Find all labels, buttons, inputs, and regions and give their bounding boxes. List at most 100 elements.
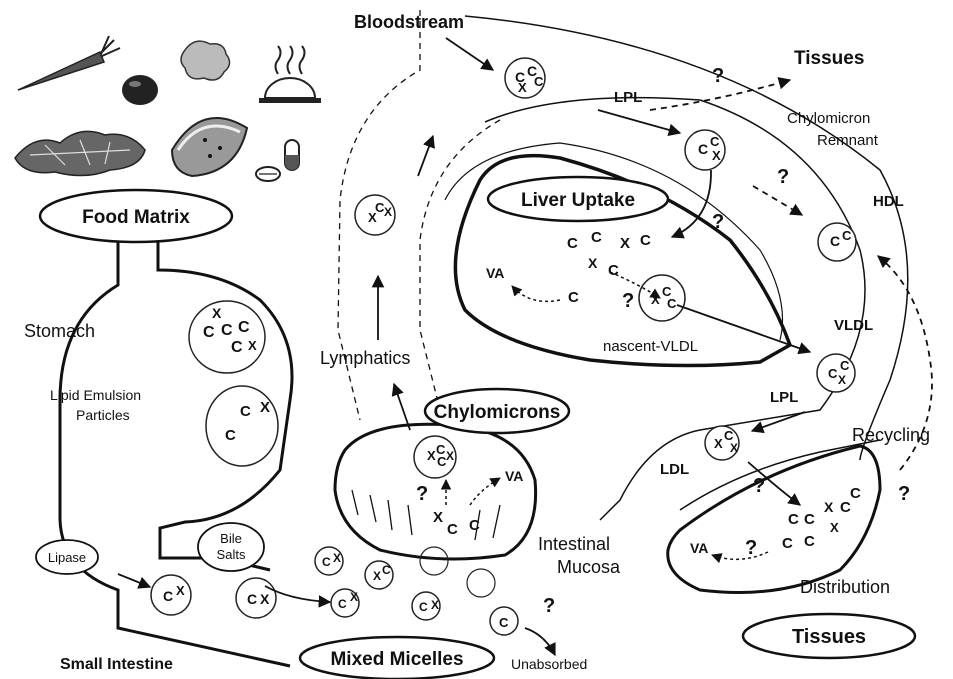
intestinal-mucosa-label-1: Intestinal <box>538 534 610 554</box>
carotenoid-glyph: C <box>804 511 815 528</box>
x-glyph: X <box>176 583 185 598</box>
tomato-icon <box>122 75 158 105</box>
tablet-icon <box>256 167 280 181</box>
x-glyph: X <box>212 305 222 321</box>
carotenoid-glyph: C <box>221 322 233 339</box>
ldl-label: LDL <box>660 461 689 478</box>
chylomicron-remnant-label-2: Remnant <box>817 132 879 149</box>
food-matrix-label: Food Matrix <box>82 207 190 228</box>
x-glyph: X <box>714 436 723 451</box>
carotenoid-glyph: C <box>788 511 799 528</box>
arrow-mucosa-va <box>470 478 500 505</box>
carotenoid-glyph: C <box>842 228 852 243</box>
unabsorbed-label: Unabsorbed <box>511 656 587 672</box>
carotenoid-glyph: C <box>710 134 720 149</box>
bile-salts-label-2: Salts <box>217 547 246 562</box>
carotenoid-glyph: C <box>231 339 243 356</box>
bloodstream-label: Bloodstream <box>354 12 464 32</box>
x-glyph: X <box>350 590 358 604</box>
lipid-particle <box>206 386 278 466</box>
arrow-lymph-up-2 <box>418 136 433 176</box>
carotenoid-glyph: C <box>567 235 578 252</box>
recycling-label: Recycling <box>852 425 930 445</box>
carotenoid-glyph: C <box>804 533 815 550</box>
small-intestine-label: Small Intestine <box>60 656 173 673</box>
question-mark: ? <box>622 290 634 312</box>
distribution-label: Distribution <box>800 577 890 597</box>
va-label-mucosa: VA <box>505 468 523 484</box>
x-glyph: X <box>588 255 598 271</box>
chylomicron-remnant-label-1: Chylomicron <box>787 110 870 127</box>
arrow-unabsorbed <box>525 628 555 655</box>
nascent-vldl-label: nascent-VLDL <box>603 338 698 355</box>
carotenoid-glyph: C <box>469 517 480 534</box>
carotenoid-glyph: C <box>447 521 458 538</box>
chylomicrons-label: Chylomicrons <box>434 402 561 423</box>
carotenoid-glyph: C <box>382 563 391 577</box>
carotenoid-glyph: C <box>782 535 793 552</box>
x-glyph: X <box>838 373 846 387</box>
question-mark: ? <box>416 483 428 505</box>
arrow-tissue-va <box>712 552 768 559</box>
carotenoid-glyph: C <box>322 555 331 569</box>
x-glyph: X <box>651 292 660 307</box>
x-glyph: X <box>373 569 381 583</box>
carotenoid-glyph: C <box>419 600 428 614</box>
carotenoid-glyph: C <box>591 229 602 246</box>
x-glyph: X <box>427 448 436 463</box>
x-glyph: X <box>446 449 454 463</box>
arrow-bloodstream-in <box>446 38 493 70</box>
tissues-outline <box>668 446 880 593</box>
vldl-label: VLDL <box>834 317 873 334</box>
question-mark: ? <box>745 537 757 559</box>
question-mark: ? <box>712 65 724 87</box>
lpl-mid-label: LPL <box>770 389 798 406</box>
arrow-lipase <box>118 574 150 587</box>
x-glyph: X <box>730 441 738 455</box>
lymphatics-label: Lymphatics <box>320 348 410 368</box>
question-mark: ? <box>753 475 765 497</box>
arrow-lpl-top <box>598 110 680 133</box>
question-mark: ? <box>777 166 789 188</box>
carotenoid-glyph: C <box>667 296 677 311</box>
x-glyph: X <box>333 551 341 565</box>
question-mark: ? <box>898 483 910 505</box>
x-glyph: X <box>431 598 439 612</box>
x-glyph: X <box>824 499 834 515</box>
carotenoid-glyph: C <box>499 615 509 630</box>
lipase-label: Lipase <box>48 550 86 565</box>
lipid-emulsion-label-1: Lipid Emulsion <box>50 387 141 403</box>
x-glyph: X <box>260 399 270 416</box>
x-glyph: X <box>433 509 443 526</box>
watermelon-icon <box>172 118 247 176</box>
carotenoid-glyph: C <box>640 232 651 249</box>
x-glyph: X <box>248 338 257 353</box>
lipid-emulsion-label-2: Particles <box>76 407 130 423</box>
x-glyph: X <box>384 205 392 219</box>
carotenoid-glyph: C <box>163 588 173 604</box>
liver-uptake-label: Liver Uptake <box>521 190 635 211</box>
x-glyph: X <box>830 520 839 535</box>
arrow-to-hdl <box>753 186 802 215</box>
carotenoid-glyph: C <box>247 591 257 607</box>
x-glyph: X <box>712 148 721 163</box>
carotenoid-glyph: C <box>830 233 840 249</box>
empty-micelle <box>467 569 495 597</box>
leafy-greens-icon <box>15 131 145 175</box>
x-glyph: X <box>620 235 630 252</box>
carotenoid-glyph: C <box>240 403 251 420</box>
x-glyph: X <box>518 80 527 95</box>
pill-icon <box>285 140 299 170</box>
question-mark: ? <box>543 595 555 617</box>
hdl-label: HDL <box>873 193 904 210</box>
carotenoid-glyph: C <box>534 74 544 89</box>
carotenoid-glyph: C <box>238 319 250 336</box>
question-mark: ? <box>712 211 724 233</box>
ginger-icon <box>181 41 230 80</box>
carotenoid-glyph: C <box>338 597 347 611</box>
carotenoid-glyph: C <box>840 358 850 373</box>
lpl-top-label: LPL <box>614 89 642 106</box>
x-glyph: X <box>260 591 270 607</box>
carotenoid-glyph: C <box>568 289 579 306</box>
